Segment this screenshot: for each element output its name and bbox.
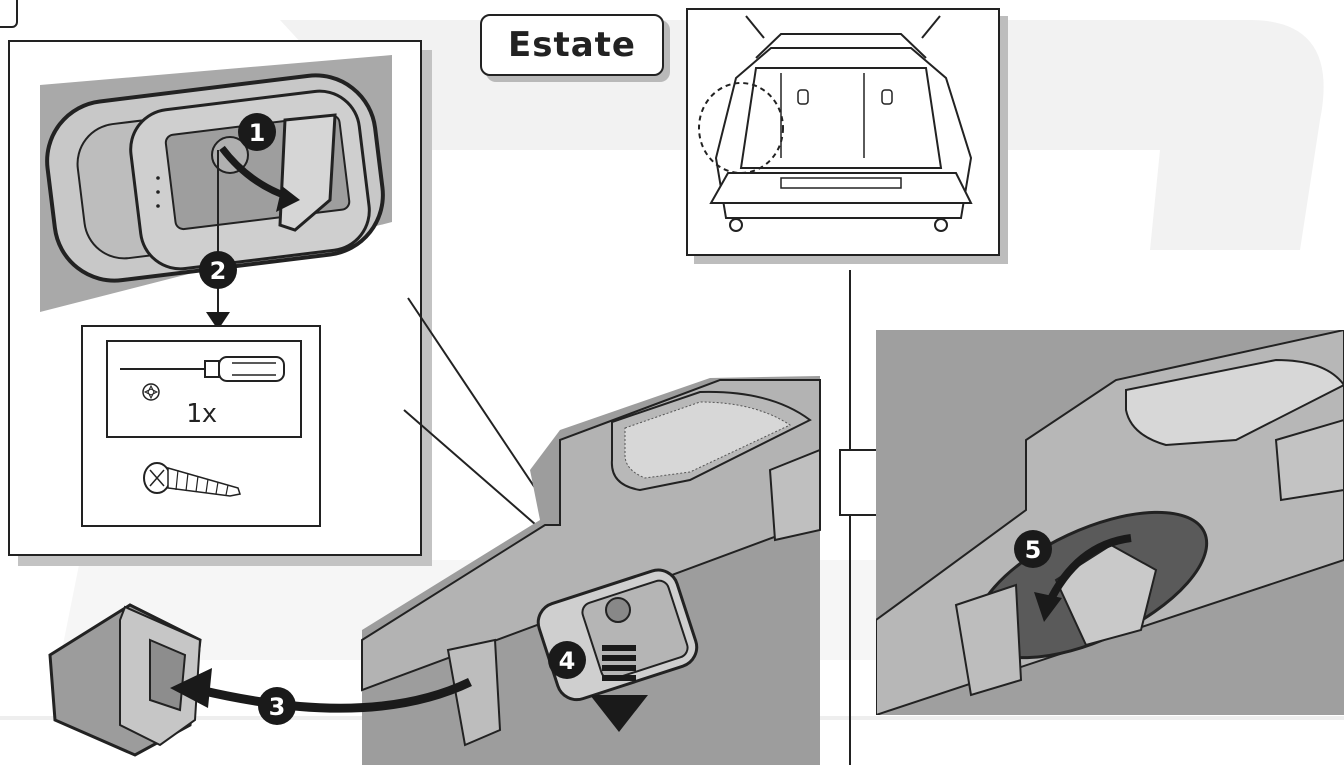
estate-label: Estate — [508, 25, 636, 65]
quantity-label: 1x — [186, 399, 218, 429]
step-1-label: 1 — [249, 119, 266, 147]
estate-badge: Estate — [480, 14, 664, 76]
bumper-illustration-after: 5 — [876, 330, 1344, 715]
screwdriver-icon — [120, 356, 285, 382]
detail-illustration: 1 2 — [40, 55, 392, 527]
car-rear-illustration — [698, 15, 973, 232]
step-3-label: 3 — [269, 693, 286, 721]
screw-icon — [143, 462, 241, 497]
step-4-label: 4 — [559, 647, 576, 675]
step-5-label: 5 — [1025, 536, 1042, 564]
arrow-down-icon — [590, 645, 648, 732]
corner-tab — [0, 0, 18, 28]
torx-symbol-icon — [142, 383, 160, 401]
step-2-label: 2 — [210, 257, 227, 285]
